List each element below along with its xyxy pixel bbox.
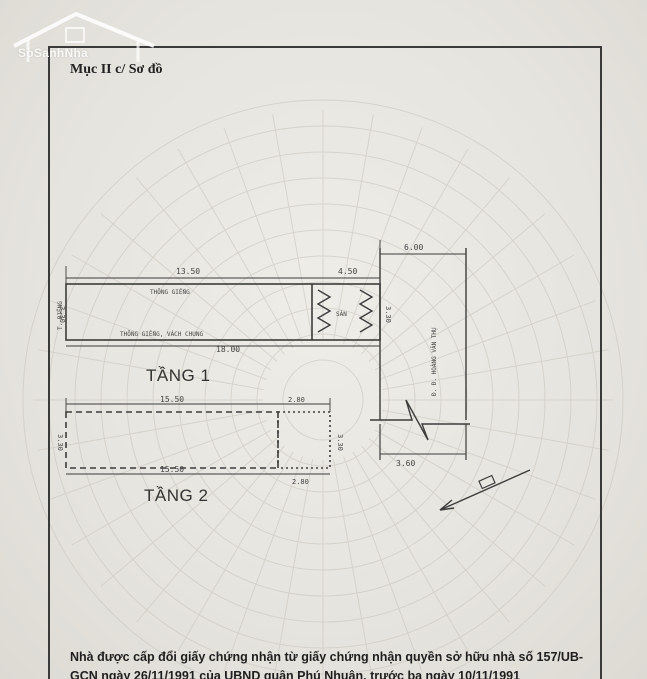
floor1-outline — [65, 283, 381, 341]
rosette-ray — [50, 420, 267, 500]
footer-line-2: GCN ngày 26/11/1991 của UBND quận Phú Nh… — [70, 669, 521, 679]
rosette-ring — [282, 359, 364, 441]
rosette-ray — [136, 445, 285, 623]
f1-dim-width-right: 3.30 — [384, 306, 392, 323]
f1-dim-width-left: 3.30 — [58, 306, 66, 323]
rosette-ray — [100, 438, 278, 587]
house-logo-icon — [13, 12, 155, 62]
rosette-ray — [382, 409, 609, 451]
f2-dim-top-right: 2.80 — [288, 396, 305, 404]
watermark-text: SoSanhNha — [18, 46, 89, 60]
rosette-ray — [100, 213, 278, 362]
floor2-balcony — [277, 411, 331, 469]
f1-note-bottom: THÔNG GIẾNG, VÁCH CHUNG — [120, 330, 203, 338]
rosette-ray — [343, 127, 423, 344]
f1-dim-left: 13.50 — [176, 267, 200, 276]
stair-symbol-left — [316, 289, 332, 333]
f2-dim-width-left: 3.30 — [56, 434, 64, 451]
f1-dim-total: 18.00 — [216, 345, 240, 354]
section-label: Mục II c/ Sơ đồ — [70, 62, 163, 77]
rosette-ray — [332, 459, 373, 679]
rosette-ray — [382, 349, 609, 391]
f2-dim-bottom-right: 2.80 — [292, 478, 309, 486]
f1-note-left: T. RIÊNG — [56, 301, 64, 330]
f1-dim-right: 4.50 — [338, 267, 357, 276]
rosette-ray — [223, 456, 303, 673]
f1-note-top: THÔNG GIẾNG — [150, 288, 190, 296]
rosette-ray — [177, 451, 294, 652]
rosette-ray — [37, 349, 264, 391]
rosette-ring — [22, 99, 624, 679]
floor1-label: TẦNG 1 — [146, 366, 211, 385]
f1-note-stair: SÂN — [336, 311, 347, 318]
floor2-outline — [65, 411, 279, 469]
rosette-ray — [273, 459, 314, 679]
floor2-label: TẦNG 2 — [144, 486, 209, 505]
break-line-symbol — [370, 399, 470, 441]
rosette-ray — [361, 177, 510, 355]
rosette-ray — [361, 445, 510, 623]
document-border-frame — [48, 46, 602, 679]
rosette-ray — [352, 148, 469, 349]
f2-dim-top: 15.50 — [160, 395, 184, 404]
rosette-ray — [37, 409, 264, 451]
rosette-ray — [368, 213, 546, 362]
f2-dim-bottom: 15.50 — [160, 465, 184, 474]
rosette-ray — [379, 300, 596, 380]
rosette-ray — [343, 456, 423, 673]
rosette-ray — [177, 148, 294, 349]
rosette-ray — [71, 429, 272, 546]
footer-line-1: Nhà được cấp đổi giấy chứng nhận từ giấy… — [70, 650, 584, 664]
north-arrow-icon — [439, 469, 531, 511]
f2-dim-width-right: 3.30 — [336, 434, 344, 451]
rosette-ray — [332, 114, 374, 341]
rosette-ray — [136, 177, 285, 355]
rosette-ray — [374, 254, 575, 371]
rosette-ray — [223, 127, 303, 344]
rosette-ray — [272, 114, 314, 341]
rosette-ray — [374, 429, 575, 546]
rosette-ray — [352, 451, 469, 652]
road-label: Đ. Đ. HOÀNG VĂN THỤ — [431, 327, 438, 396]
rosette-ray — [379, 420, 596, 500]
footer-note: Nhà được cấp đổi giấy chứng nhận từ giấy… — [70, 648, 600, 679]
rosette-ray — [71, 254, 272, 371]
road-dim-top: 6.00 — [404, 243, 423, 252]
stair-symbol-right — [358, 289, 374, 333]
rosette-ray — [368, 438, 546, 587]
road-dim-bottom: 3.60 — [396, 459, 415, 468]
